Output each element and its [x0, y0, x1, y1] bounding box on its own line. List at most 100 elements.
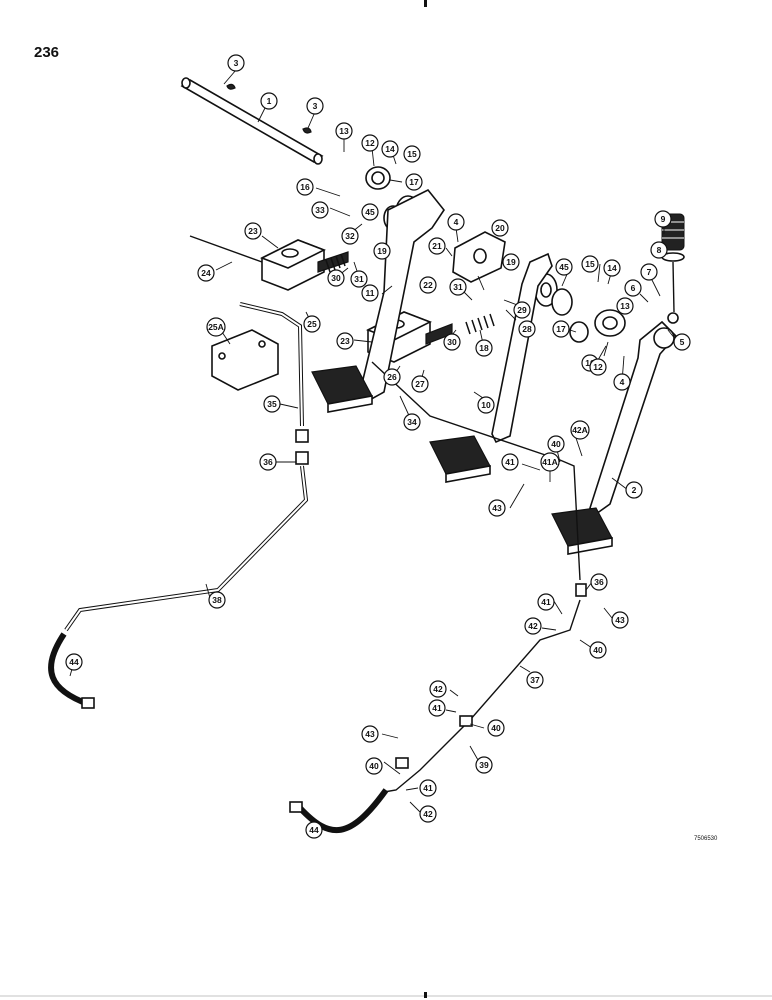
- svg-text:25A: 25A: [208, 322, 224, 332]
- callout-30: 30: [327, 269, 345, 287]
- svg-text:41A: 41A: [542, 457, 558, 467]
- callout-4: 4: [447, 213, 465, 231]
- master-cylinders: [189, 235, 453, 363]
- callout-12: 12: [589, 358, 607, 376]
- callout-40: 40: [487, 719, 505, 737]
- callout-43: 43: [488, 499, 506, 517]
- svg-text:16: 16: [300, 182, 310, 192]
- callout-41: 41: [537, 593, 555, 611]
- callout-8: 8: [650, 241, 668, 259]
- callout-14: 14: [603, 259, 621, 277]
- svg-text:14: 14: [607, 263, 617, 273]
- svg-text:11: 11: [366, 288, 375, 298]
- svg-text:6: 6: [631, 283, 636, 293]
- svg-text:42A: 42A: [572, 425, 588, 435]
- svg-text:14: 14: [385, 144, 395, 154]
- svg-text:32: 32: [345, 231, 355, 241]
- svg-text:37: 37: [530, 675, 540, 685]
- callout-18: 18: [475, 339, 493, 357]
- svg-text:40: 40: [593, 645, 603, 655]
- svg-text:25: 25: [307, 319, 317, 329]
- callout-40: 40: [589, 641, 607, 659]
- svg-text:19: 19: [506, 257, 516, 267]
- callout-40: 40: [365, 757, 383, 775]
- callout-27: 27: [411, 375, 429, 393]
- callout-42: 42: [524, 617, 542, 635]
- callout-33: 33: [311, 201, 329, 219]
- svg-text:3: 3: [313, 101, 318, 111]
- svg-text:40: 40: [491, 723, 501, 733]
- callout-41: 41: [419, 779, 437, 797]
- pedal-arms: [359, 188, 678, 516]
- page-number: 236: [34, 44, 60, 61]
- pedal-pads: [311, 365, 613, 555]
- callout-6: 6: [624, 279, 642, 297]
- svg-text:41: 41: [432, 703, 442, 713]
- callout-30: 30: [443, 333, 461, 351]
- callout-42: 42: [429, 680, 447, 698]
- svg-text:5: 5: [680, 337, 685, 347]
- callout-44: 44: [305, 821, 323, 839]
- callout-26: 26: [383, 368, 401, 386]
- callout-25A: 25A: [206, 317, 226, 337]
- callout-3: 3: [306, 97, 324, 115]
- callout-40: 40: [547, 435, 565, 453]
- callout-11: 11: [361, 284, 379, 302]
- svg-text:27: 27: [415, 379, 425, 389]
- callout-41: 41: [501, 453, 519, 471]
- callout-17: 17: [405, 173, 423, 191]
- svg-text:42: 42: [433, 684, 443, 694]
- svg-text:12: 12: [365, 138, 375, 148]
- svg-text:7: 7: [647, 267, 652, 277]
- callout-5: 5: [673, 333, 691, 351]
- callout-36: 36: [590, 573, 608, 591]
- callout-35: 35: [263, 395, 281, 413]
- callout-21: 21: [428, 237, 446, 255]
- svg-text:41: 41: [505, 457, 515, 467]
- callout-23: 23: [336, 332, 354, 350]
- svg-text:10: 10: [481, 400, 491, 410]
- svg-text:12: 12: [593, 362, 603, 372]
- callout-3: 3: [227, 54, 245, 72]
- svg-text:4: 4: [620, 377, 625, 387]
- svg-text:42: 42: [423, 809, 433, 819]
- svg-text:36: 36: [263, 457, 273, 467]
- svg-text:17: 17: [409, 177, 419, 187]
- svg-text:31: 31: [453, 282, 463, 292]
- drawing-code: 7506530: [694, 836, 718, 842]
- svg-text:34: 34: [407, 417, 417, 427]
- callout-15: 15: [403, 145, 421, 163]
- callout-10: 10: [477, 396, 495, 414]
- svg-text:9: 9: [661, 214, 666, 224]
- callout-44: 44: [65, 653, 83, 671]
- callout-43: 43: [361, 725, 379, 743]
- svg-text:15: 15: [585, 259, 595, 269]
- svg-text:26: 26: [387, 372, 397, 382]
- svg-text:33: 33: [315, 205, 325, 215]
- svg-text:35: 35: [267, 399, 277, 409]
- callout-19: 19: [373, 242, 391, 260]
- callout-36: 36: [259, 453, 277, 471]
- svg-text:38: 38: [212, 595, 222, 605]
- svg-text:29: 29: [517, 305, 527, 315]
- callout-43: 43: [611, 611, 629, 629]
- callout-15: 15: [581, 255, 599, 273]
- callout-39: 39: [475, 756, 493, 774]
- svg-text:40: 40: [369, 761, 379, 771]
- callout-29: 29: [513, 301, 531, 319]
- callout-1: 1: [260, 92, 278, 110]
- callout-34: 34: [403, 413, 421, 431]
- callout-42: 42: [419, 805, 437, 823]
- svg-text:42: 42: [528, 621, 538, 631]
- svg-text:44: 44: [309, 825, 319, 835]
- svg-text:3: 3: [234, 58, 239, 68]
- svg-text:24: 24: [201, 268, 211, 278]
- svg-text:16: 16: [585, 358, 595, 368]
- svg-text:43: 43: [492, 503, 502, 513]
- brake-lines: [48, 302, 587, 834]
- callout-4: 4: [613, 373, 631, 391]
- callout-41A: 41A: [540, 452, 560, 472]
- callout-22: 22: [419, 276, 437, 294]
